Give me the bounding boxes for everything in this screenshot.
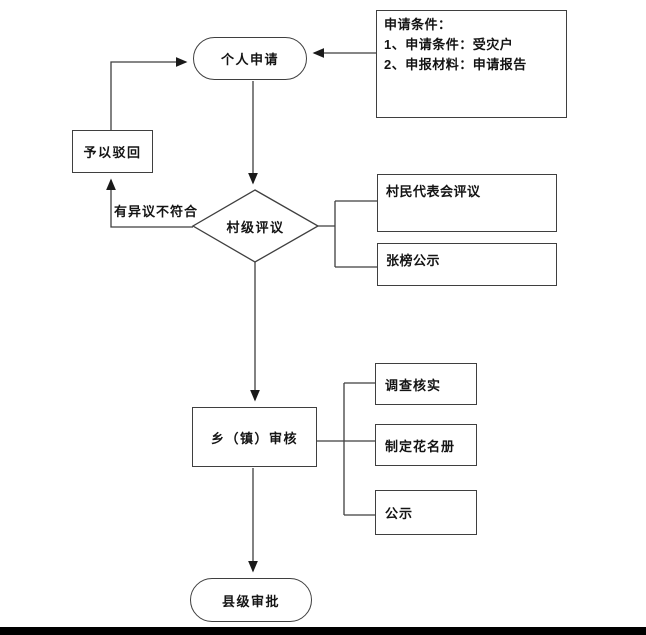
- decision-diamond-shape: [191, 189, 320, 263]
- box-investigation: 调查核实: [375, 363, 477, 405]
- box-investigation-label: 调查核实: [385, 377, 442, 393]
- annotation-line-materials: 2、申报材料：申请报告: [384, 57, 527, 72]
- node-township-review-label: 乡（镇）审核: [210, 430, 298, 446]
- bracket-review-subitems: [318, 200, 377, 268]
- connector-review-to-reject: [106, 178, 193, 228]
- node-township-review: 乡（镇）审核: [192, 407, 317, 467]
- node-personal-application: 个人申请: [193, 37, 307, 80]
- box-posting-publicity-label: 张榜公示: [386, 253, 441, 268]
- node-personal-application-label: 个人申请: [220, 52, 279, 67]
- annotation-line-condition: 1、申请条件：受灾户: [384, 37, 514, 52]
- box-posting-publicity: 张榜公示: [377, 243, 557, 286]
- node-reject-label: 予以驳回: [83, 145, 142, 160]
- connector-reject-to-application: [110, 57, 188, 130]
- box-villager-meeting-review: 村民代表会评议: [377, 174, 557, 232]
- box-roster-label: 制定花名册: [385, 438, 456, 454]
- box-roster: 制定花名册: [375, 424, 477, 466]
- annotation-box-conditions: 申请条件： 1、申请条件：受灾户 2、申报材料：申请报告: [376, 10, 567, 118]
- node-reject: 予以驳回: [72, 130, 153, 173]
- edge-label-objection: 有异议不符合: [114, 201, 199, 220]
- decision-village-review-label: 村级评议: [226, 219, 285, 235]
- terminator-county-approval: 县级审批: [190, 578, 312, 622]
- box-publicity: 公示: [375, 490, 477, 535]
- bottom-border-bar: [0, 627, 646, 635]
- decision-village-review: 村级评议: [193, 190, 318, 262]
- box-publicity-label: 公示: [385, 506, 414, 521]
- terminator-county-approval-label: 县级审批: [221, 593, 280, 609]
- box-villager-meeting-review-label: 村民代表会评议: [386, 184, 481, 199]
- annotation-line-title: 申请条件：: [384, 17, 452, 32]
- bracket-township-subitems: [317, 382, 375, 516]
